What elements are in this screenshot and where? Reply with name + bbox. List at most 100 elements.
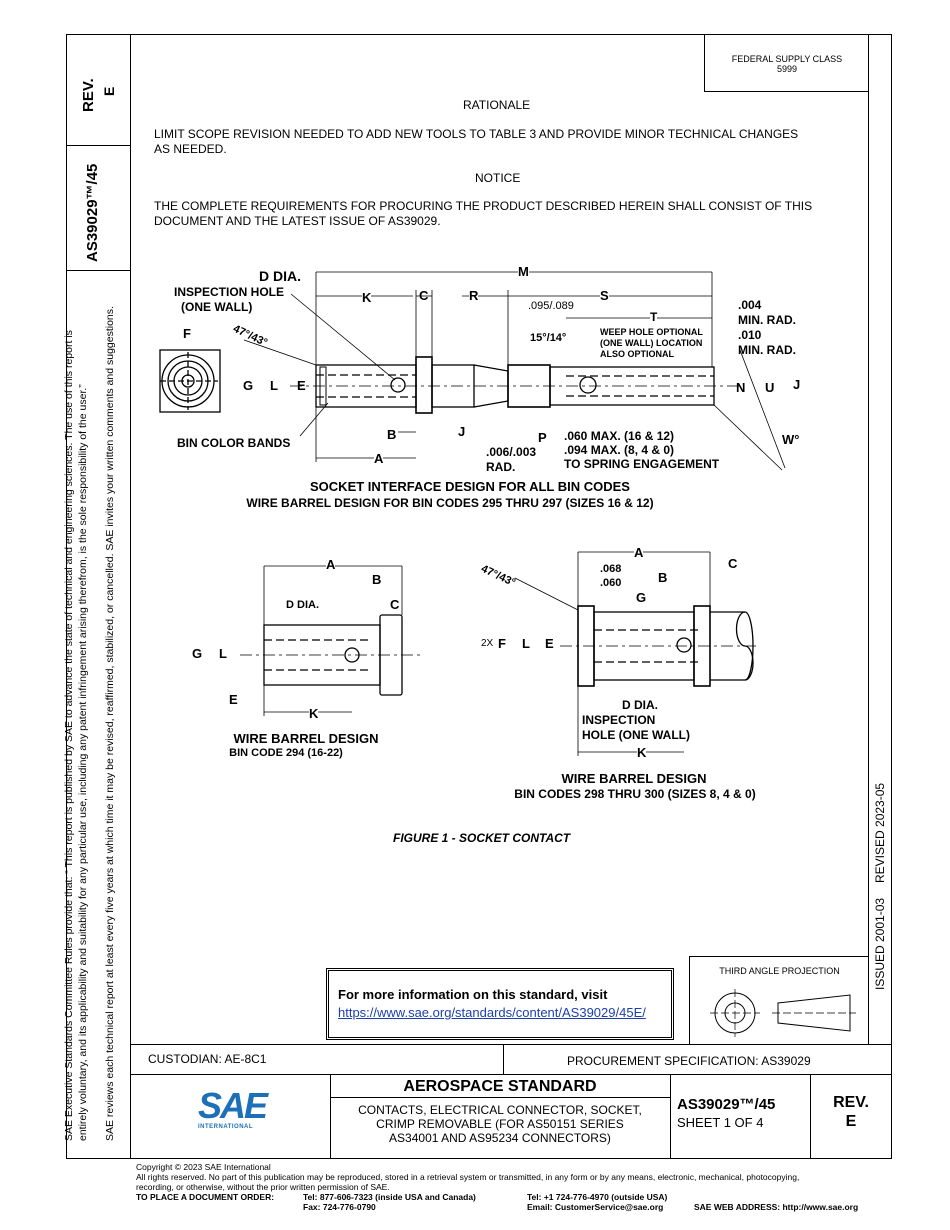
label-a-right: A xyxy=(634,545,644,560)
label-one-wall: (ONE WALL) xyxy=(181,300,253,314)
label-l: L xyxy=(270,378,278,393)
footer-fax: Fax: 724-776-0790 xyxy=(303,1202,376,1212)
label-dim-095: .095/.089 xyxy=(528,300,574,312)
sae-logo-sub: INTERNATIONAL xyxy=(198,1124,254,1130)
footer-rights2: recording, or otherwise, without the pri… xyxy=(136,1182,390,1192)
label-bin-color-bands: BIN COLOR BANDS xyxy=(177,436,291,450)
label-c-right: C xyxy=(728,556,738,571)
rationale-heading: RATIONALE xyxy=(463,98,531,112)
label-j: J xyxy=(458,424,466,439)
rev-value: E xyxy=(845,1113,857,1130)
frame-left xyxy=(66,34,67,1159)
label-k-left: K xyxy=(309,706,319,721)
label-j-right: J xyxy=(793,377,801,392)
label-m: M xyxy=(518,264,529,279)
figure-top-subtitle: WIRE BARREL DESIGN FOR BIN CODES 295 THR… xyxy=(246,496,654,510)
frame-top xyxy=(66,34,892,35)
label-min-rad2: MIN. RAD. xyxy=(738,343,796,357)
label-g: G xyxy=(243,378,254,393)
label-d-dia-right: D DIA. xyxy=(622,698,658,712)
label-n: N xyxy=(736,380,746,395)
notice-heading: NOTICE xyxy=(475,171,521,185)
label-weep1: WEEP HOLE OPTIONAL xyxy=(600,327,703,337)
label-angle-15: 15°/14° xyxy=(530,332,567,344)
label-p: P xyxy=(538,430,547,445)
frame-bottom xyxy=(66,1158,892,1159)
projection-symbol xyxy=(710,989,856,1037)
label-g-left: G xyxy=(192,646,203,661)
figure-right-title: WIRE BARREL DESIGN xyxy=(561,771,707,786)
label-k-right: K xyxy=(637,745,647,760)
footer-order-label: TO PLACE A DOCUMENT ORDER: xyxy=(136,1192,275,1202)
label-rad-006: .006/.003 xyxy=(486,445,537,459)
label-max-060: .060 MAX. (16 & 12) xyxy=(564,429,675,443)
federal-supply-class-label: FEDERAL SUPPLY CLASS xyxy=(731,54,843,64)
title-line3: AS34001 AND AS95234 CONNECTORS) xyxy=(389,1131,611,1145)
label-r: R xyxy=(469,288,479,303)
label-b-left: B xyxy=(372,572,382,587)
label-b: B xyxy=(387,427,397,442)
frame-right-inner xyxy=(868,34,869,1044)
label-g-right: G xyxy=(636,590,647,605)
aero-underline xyxy=(330,1097,670,1098)
title-block-row2 xyxy=(130,1074,892,1075)
info-box: For more information on this standard, v… xyxy=(326,968,674,1040)
label-e-right: E xyxy=(545,636,554,651)
label-e: E xyxy=(297,378,306,393)
label-dim-004: .004 xyxy=(738,298,762,312)
procurement-spec: PROCUREMENT SPECIFICATION: AS39029 xyxy=(567,1054,811,1068)
rev-divider xyxy=(810,1074,811,1158)
left-strip-divider2 xyxy=(66,270,130,271)
label-t: T xyxy=(650,310,658,324)
rationale-line1: LIMIT SCOPE REVISION NEEDED TO ADD NEW T… xyxy=(154,127,799,141)
title-block-top xyxy=(130,1044,892,1045)
label-2x: 2X xyxy=(481,638,494,649)
left-strip-divider1 xyxy=(66,145,130,146)
label-min-rad1: MIN. RAD. xyxy=(738,313,796,327)
info-box-link[interactable]: https://www.sae.org/standards/content/AS… xyxy=(338,1005,646,1020)
standard-type: AEROSPACE STANDARD xyxy=(403,1078,597,1095)
figure-left-title: WIRE BARREL DESIGN xyxy=(233,731,379,746)
label-e-left: E xyxy=(229,692,238,707)
rationale-line2: AS NEEDED. xyxy=(154,142,227,156)
label-l-left: L xyxy=(219,646,227,661)
label-hole-one-wall: HOLE (ONE WALL) xyxy=(582,728,690,742)
label-c: C xyxy=(419,288,429,303)
label-b-right: B xyxy=(658,570,668,585)
figure-caption: FIGURE 1 - SOCKET CONTACT xyxy=(393,831,571,845)
federal-supply-class-value: 5999 xyxy=(776,64,798,74)
figure-left-subtitle: BIN CODE 294 (16-22) xyxy=(229,747,343,759)
frame-right xyxy=(891,34,892,1159)
label-inspection-hole: INSPECTION HOLE xyxy=(174,285,285,299)
title-line1: CONTACTS, ELECTRICAL CONNECTOR, SOCKET, xyxy=(358,1103,642,1117)
footer-rights1: All rights reserved. No part of this pub… xyxy=(136,1172,800,1182)
label-a: A xyxy=(374,451,384,466)
notice-line2: DOCUMENT AND THE LATEST ISSUE OF AS39029… xyxy=(154,214,441,228)
label-d-dia: D DIA. xyxy=(259,268,301,284)
rev-label: REV. xyxy=(833,1094,869,1111)
label-u: U xyxy=(765,380,775,395)
doc-number: AS39029™/45 xyxy=(677,1096,776,1113)
label-w: W° xyxy=(782,432,800,447)
label-f-right: F xyxy=(498,636,506,651)
label-rad: RAD. xyxy=(486,460,516,474)
sae-logo: SAE INTERNATIONAL xyxy=(198,1088,268,1138)
label-weep3: ALSO OPTIONAL xyxy=(600,349,674,359)
label-d-dia-small: D DIA. xyxy=(286,599,319,611)
label-inspection-right: INSPECTION xyxy=(582,713,656,727)
label-a-left: A xyxy=(326,557,336,572)
label-s: S xyxy=(600,288,609,303)
frame-left-inner xyxy=(130,34,131,1159)
label-weep2: (ONE WALL) LOCATION xyxy=(600,338,703,348)
label-dim-010: .010 xyxy=(738,328,762,342)
label-dim-068: .068 xyxy=(600,563,622,575)
projection-label: THIRD ANGLE PROJECTION xyxy=(719,966,840,976)
info-box-text: For more information on this standard, v… xyxy=(338,987,608,1002)
title-line2: CRIMP REMOVABLE (FOR AS50151 SERIES xyxy=(376,1117,624,1131)
label-k: K xyxy=(362,290,372,305)
sae-logo-text: SAE xyxy=(198,1085,268,1126)
label-max-094: .094 MAX. (8, 4 & 0) xyxy=(564,443,675,457)
sheet-number: SHEET 1 OF 4 xyxy=(677,1115,764,1130)
label-f: F xyxy=(183,326,191,341)
projection-box: THIRD ANGLE PROJECTION xyxy=(689,956,869,1045)
